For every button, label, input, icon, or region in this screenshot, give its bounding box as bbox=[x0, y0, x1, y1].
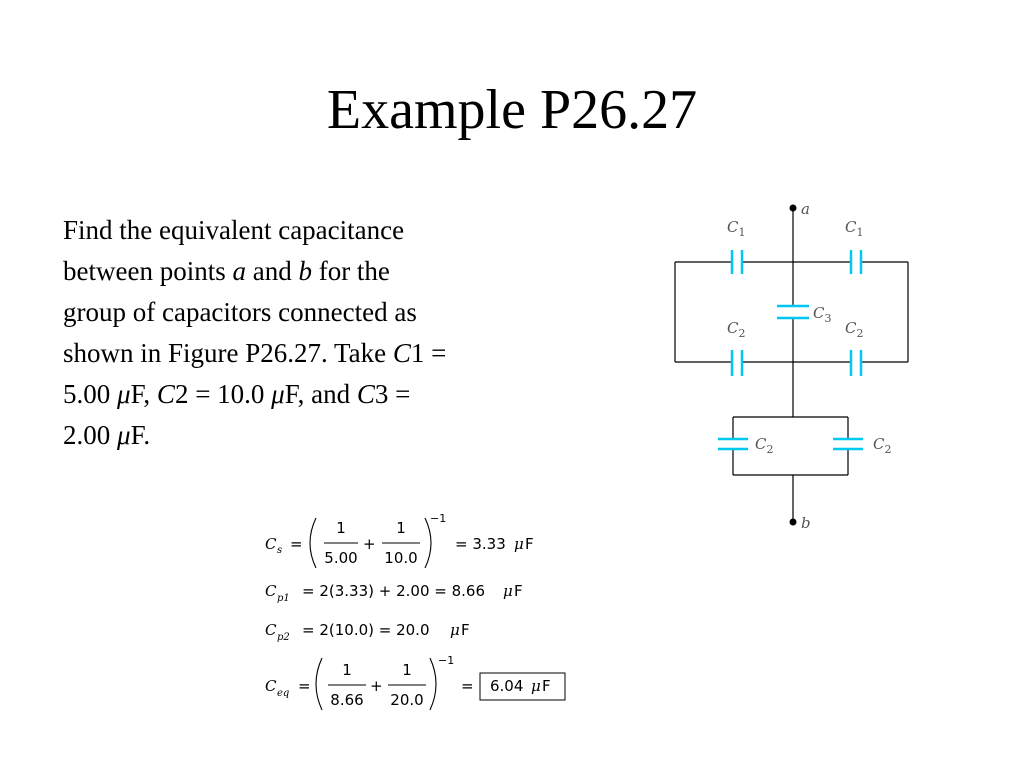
fraction-numerator: 1 bbox=[342, 661, 352, 679]
problem-line: 5.00 μF, C2 = 10.0 μF, and C3 = bbox=[63, 374, 563, 415]
capacitors bbox=[718, 250, 863, 451]
label-c2-bottom-right: C2 bbox=[873, 435, 891, 456]
problem-text: F, and bbox=[284, 379, 357, 409]
label-c1-right: C1 bbox=[845, 218, 863, 239]
problem-line: group of capacitors connected as bbox=[63, 292, 563, 333]
left-paren bbox=[315, 657, 323, 711]
problem-text: 5.00 bbox=[63, 379, 117, 409]
label-c3: C3 bbox=[813, 304, 831, 325]
equation-cp1: C p1 = 2(3.33) + 2.00 = 8.66 μ F bbox=[265, 582, 523, 604]
eq-sign: = bbox=[298, 677, 311, 695]
problem-line: shown in Figure P26.27. Take C1 = bbox=[63, 333, 563, 374]
point-a-label: a bbox=[232, 256, 246, 286]
left-paren bbox=[309, 517, 317, 569]
eq-unit-f: F bbox=[514, 582, 523, 600]
equation-ceq: C eq = 1 8.66 + 1 20.0 −1 = 6.04 μ F bbox=[265, 654, 566, 711]
capacitor-c2-right bbox=[849, 350, 863, 376]
eq-sub: p1 bbox=[277, 593, 290, 604]
problem-text: shown in Figure P26.27. Take bbox=[63, 338, 393, 368]
fraction-numerator: 1 bbox=[396, 519, 406, 537]
problem-text: 2 = 10.0 bbox=[174, 379, 272, 409]
mu-symbol: μ bbox=[271, 379, 285, 409]
label-c2-right: C2 bbox=[845, 319, 863, 340]
problem-line: between points a and b for the bbox=[63, 251, 563, 292]
wires bbox=[674, 208, 909, 522]
eq-var: C bbox=[265, 621, 277, 639]
eq-expression: = 2(3.33) + 2.00 = 8.66 bbox=[302, 582, 485, 600]
circuit-diagram: a b C1 C1 C3 C2 C2 C2 C2 bbox=[674, 200, 909, 532]
problem-text: 3 = bbox=[374, 379, 411, 409]
eq-exponent: −1 bbox=[430, 512, 446, 525]
fraction-denominator: 20.0 bbox=[390, 691, 423, 709]
fraction-denominator: 5.00 bbox=[324, 549, 357, 567]
problem-text: between points bbox=[63, 256, 233, 286]
eq-sub: eq bbox=[277, 688, 289, 699]
mu-symbol: μ bbox=[117, 420, 131, 450]
eq-var: C bbox=[265, 677, 277, 695]
eq-var: C bbox=[265, 582, 277, 600]
eq-unit-mu: μ bbox=[503, 582, 513, 600]
node-a-dot bbox=[789, 204, 797, 212]
problem-line: 2.00 μF. bbox=[63, 415, 563, 456]
solution-equations: C s = 1 5.00 + 1 10.0 −1 = 3.33 μ F C p1… bbox=[265, 512, 566, 711]
capacitor-c3 bbox=[777, 304, 809, 320]
eq-result: = 3.33 bbox=[455, 535, 506, 553]
problem-text: Find the equivalent capacitance bbox=[63, 215, 405, 245]
eq-sub: p2 bbox=[277, 632, 290, 643]
capacitor-symbol: C bbox=[356, 379, 375, 409]
label-c1-left: C1 bbox=[727, 218, 745, 239]
eq-unit-mu: μ bbox=[514, 535, 524, 553]
capacitor-c1-left bbox=[730, 250, 744, 274]
eq-unit-mu: μ bbox=[450, 621, 460, 639]
node-a-label: a bbox=[801, 200, 810, 218]
right-paren bbox=[424, 517, 432, 569]
equation-cp2: C p2 = 2(10.0) = 20.0 μ F bbox=[265, 621, 470, 643]
capacitor-c1-right bbox=[849, 250, 863, 274]
capacitor-c2-left bbox=[730, 350, 744, 376]
eq-exponent: −1 bbox=[438, 654, 454, 667]
problem-statement: Find the equivalent capacitance between … bbox=[63, 210, 563, 456]
problem-text: for the bbox=[311, 256, 390, 286]
eq-sign: = bbox=[290, 535, 303, 553]
fraction-denominator: 10.0 bbox=[384, 549, 417, 567]
point-b-label: b bbox=[298, 256, 312, 286]
problem-text: F. bbox=[130, 420, 151, 450]
label-c2-bottom-left: C2 bbox=[755, 435, 773, 456]
eq-expression: = 2(10.0) = 20.0 bbox=[302, 621, 430, 639]
problem-text: 2.00 bbox=[63, 420, 117, 450]
slide-title: Example P26.27 bbox=[326, 79, 698, 141]
node-b-dot bbox=[789, 518, 797, 526]
problem-text: and bbox=[245, 256, 299, 286]
eq-sub: s bbox=[277, 545, 282, 556]
label-c2-left: C2 bbox=[727, 319, 745, 340]
eq-plus: + bbox=[370, 677, 383, 695]
right-paren bbox=[429, 657, 437, 711]
eq-unit-f: F bbox=[525, 535, 534, 553]
problem-text: group of capacitors connected as bbox=[63, 297, 417, 327]
capacitor-symbol: C bbox=[156, 379, 175, 409]
problem-text: F, bbox=[130, 379, 157, 409]
eq-unit-mu: μ bbox=[531, 677, 541, 695]
fraction-numerator: 1 bbox=[336, 519, 346, 537]
node-b-label: b bbox=[801, 514, 811, 532]
answer-value: 6.04 bbox=[490, 677, 523, 695]
eq-unit-f: F bbox=[461, 621, 470, 639]
capacitor-c2-bottom-right bbox=[833, 437, 863, 451]
capacitor-symbol: C bbox=[392, 338, 411, 368]
eq-unit-f: F bbox=[542, 677, 551, 695]
eq-plus: + bbox=[363, 535, 376, 553]
answer-box bbox=[479, 672, 566, 701]
problem-text: 1 = bbox=[410, 338, 447, 368]
eq-var: C bbox=[265, 535, 277, 553]
eq-sign: = bbox=[461, 677, 474, 695]
fraction-denominator: 8.66 bbox=[330, 691, 363, 709]
capacitor-c2-bottom-left bbox=[718, 437, 748, 451]
fraction-numerator: 1 bbox=[402, 661, 412, 679]
problem-line: Find the equivalent capacitance bbox=[63, 210, 563, 251]
mu-symbol: μ bbox=[117, 379, 131, 409]
equation-cs: C s = 1 5.00 + 1 10.0 −1 = 3.33 μ F bbox=[265, 512, 534, 569]
